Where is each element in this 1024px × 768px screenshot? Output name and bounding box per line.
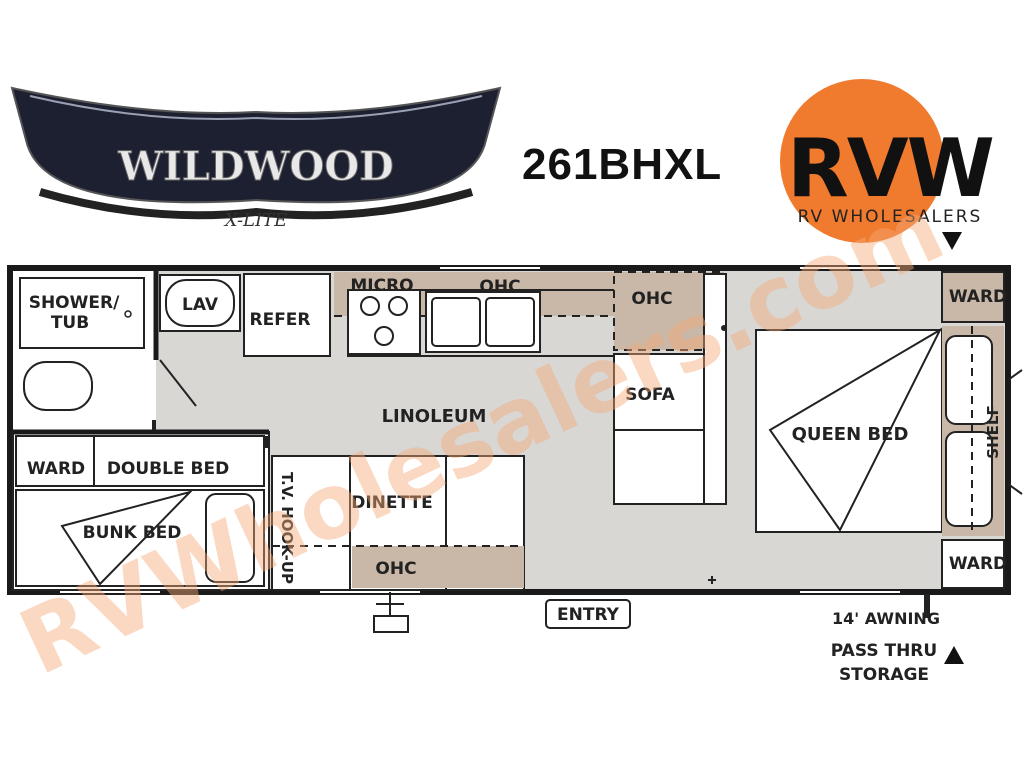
drain-icon <box>124 310 132 318</box>
awning-label: 14' AWNING <box>832 609 940 628</box>
shower-tub <box>19 277 145 349</box>
dealer-logo: RVW RV WHOLESALERS <box>780 79 995 250</box>
pass-thru-label-1: PASS THRU <box>831 641 937 661</box>
jack-icon <box>373 592 409 633</box>
refrigerator <box>243 273 331 357</box>
windows <box>60 267 900 593</box>
awning-bracket <box>924 594 930 618</box>
dinette-ohc <box>352 546 524 588</box>
queen-bed-label: QUEEN BED <box>792 424 909 445</box>
lav-sink <box>165 279 235 327</box>
ward-top-right <box>941 271 1005 323</box>
micro-label: MICRO <box>350 276 413 296</box>
ward-bottom-right <box>941 539 1005 589</box>
lav-label: LAV <box>182 295 219 315</box>
arrow-down-icon <box>942 232 962 250</box>
refer-label: REFER <box>249 310 310 330</box>
ward-left <box>15 435 95 487</box>
ward-left-label: WARD <box>27 459 85 479</box>
dinette-label: DINETTE <box>351 493 432 513</box>
ohc-dinette-label: OHC <box>375 559 416 579</box>
ohc-kitchen-label: OHC <box>479 277 520 297</box>
double-bed-label: DOUBLE BED <box>107 459 229 479</box>
burner-icons <box>360 296 408 346</box>
bunk-bed-label: BUNK BED <box>83 523 182 543</box>
sofa-label: SOFA <box>625 385 675 405</box>
shower-tub-label-1: SHOWER/ <box>29 293 120 313</box>
entry-label: ENTRY <box>557 605 620 625</box>
dealer-name: RV WHOLESALERS <box>798 207 983 227</box>
floorplan: SHOWER/ TUB LAV REFER MICRO OHC OHC SOFA… <box>7 265 1023 685</box>
pass-thru-label-2: STORAGE <box>839 665 929 685</box>
double-bed <box>93 435 265 487</box>
dealer-logo-mark: RVW <box>787 122 993 215</box>
dealer-logo-circle <box>780 79 944 243</box>
stove <box>347 289 421 355</box>
entry-step <box>545 599 631 629</box>
toilet-icon <box>23 361 93 411</box>
brand-logo-subtext: X-LITE <box>223 210 287 231</box>
bed-pillow-line <box>768 327 943 532</box>
brand-logo-text: WILDWOOD <box>117 143 394 190</box>
queen-bed <box>755 329 943 533</box>
shower-tub-label-2: TUB <box>51 313 89 333</box>
bath-door <box>159 359 197 407</box>
bunk-bed-pillow-line <box>60 490 194 586</box>
wildwood-logo: WILDWOOD X-LITE <box>10 86 502 231</box>
ward-top-right-label: WARD <box>949 287 1007 307</box>
arrow-up-icon <box>944 646 964 664</box>
ward-bottom-right-label: WARD <box>949 554 1007 574</box>
ohc-sofa-label: OHC <box>631 289 672 309</box>
linoleum-label: LINOLEUM <box>382 406 487 427</box>
shelf-label: SHELF <box>984 405 1002 458</box>
tv-hookup-label: T.V. HOOK-UP <box>278 472 296 584</box>
model-title: 261BHXL <box>522 140 723 189</box>
